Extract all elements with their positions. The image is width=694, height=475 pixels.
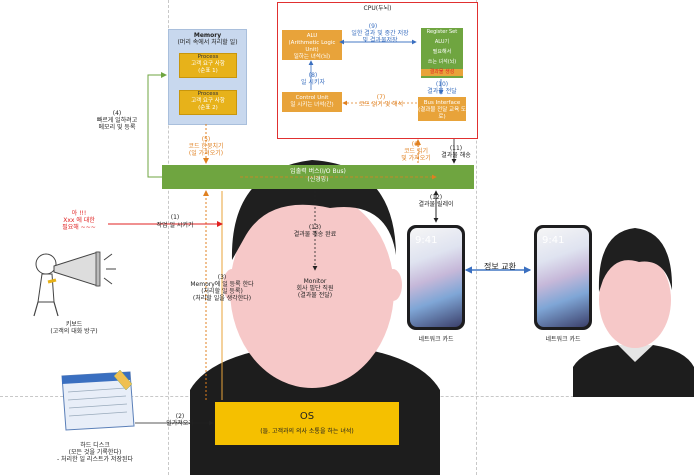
network-card-label-left: 네트워크 카드 [418,336,454,343]
register-item: 필요해서 [432,49,452,55]
process-seq: (순표 2) [198,105,218,111]
memory-panel: Memory (머리 속에서 처리할 일) Process 고객 요구 사항 (… [168,29,247,125]
step-3-label: Memory에 일 등록 한다 [190,281,254,288]
control-unit-desc: 일 시키는 녀석(간) [290,102,334,108]
step-2-label: 일가져오기 [166,420,194,427]
customer-name: 키보드 [65,321,83,328]
register-item: 쓰는 녀석(뇌) [427,59,457,65]
register-item: ALU기 [434,39,450,45]
step-11-label: 결과물 해송 [441,152,471,159]
guide-line [476,0,477,475]
step-1-num: (1) [170,214,180,221]
step-6-num: (6) [411,141,421,148]
control-unit-name: Control Unit [295,95,329,101]
disk-name: 하드 디스크 [80,442,110,449]
process-desc: 고객 요구 사항 [191,98,225,104]
alu-box[interactable]: ALU (Arithmetic Logic Unit) 일하는 녀석(뇌) [282,30,342,60]
step-5-label: 코드 한뭉치기 [188,143,224,150]
memory-title: Memory [193,32,222,39]
phone-clock: 9:41 [542,235,565,246]
step-6-label: 코드 읽기 [404,148,428,155]
cpu-panel: CPU(두뇌) ALU (Arithmetic Logic Unit) 일하는 … [277,2,478,139]
io-bus-title: 입출력 버스(I/O Bus) [290,168,346,175]
alu-full: (Arithmetic Logic Unit) [288,40,336,53]
bus-interface-desc: (결과물 전달 교육 도로) [418,107,466,120]
step-5-num: (5) [201,136,211,143]
process-box-2[interactable]: Process 고객 요구 사항 (순표 2) [179,90,237,115]
step-4-label: 빠르게 일하려고 [96,117,138,124]
register-highlight: 결과물 생성 [421,69,463,76]
step-12-label: 결과물 릴레이 [418,201,454,208]
network-card-label-right: 네트워크 카드 [545,336,581,343]
step-13-num: (13) [308,224,322,231]
disk-desc-1: (모든 것을 기록한다) [68,449,122,456]
process-desc: 고객 요구 사항 [191,61,225,67]
register-set-title: Register Set [426,29,458,35]
process-name: Process [197,91,219,97]
step-10-num: (10) [435,81,449,88]
phone-clock: 9:41 [415,235,438,246]
step-9-label: 일한 결과 및 중간 저장 [351,30,409,37]
step-9-num: (9) [368,23,378,30]
phone-screen [410,228,462,327]
info-exchange-label: 정보 교환 [484,262,516,271]
control-unit-box[interactable]: Control Unit 일 시키는 녀석(간) [282,92,342,112]
phone-screen [537,228,589,327]
step-7-num: (7) [376,94,386,101]
network-card-phone-right[interactable]: 9:41 [534,225,592,330]
customer-shout-3: 필요해 ~~~ [62,224,96,231]
alu-name: ALU [306,33,318,39]
monitor-desc-2: (결과물 전달) [297,292,333,299]
step-3-num: (3) [217,274,227,281]
guide-line [168,0,169,475]
cpu-title: CPU(두뇌) [363,5,392,12]
step-6-label-b: 및 가져오기 [401,155,431,162]
process-seq: (순표 1) [198,68,218,74]
step-2-num: (2) [175,413,185,420]
customer-desc: (고객의 대화 방구) [50,328,98,335]
customer-shout-1: 아 !!! [71,210,87,217]
network-card-phone-left[interactable]: 9:41 [407,225,465,330]
monitor-label: Monitor [303,278,327,285]
os-title: OS [299,411,315,422]
process-box-1[interactable]: Process 고객 요구 사항 (순표 1) [179,53,237,78]
register-set: Register Set ALU기 필요해서 쓰는 녀석(뇌) 결과물 생성 [421,28,463,78]
disk-desc-2: - 처리한 일 리스트가 저장된다 [56,456,134,463]
os-box[interactable] [215,402,399,445]
step-7-label: 코드 읽기 및 해석 [358,101,404,108]
step-12-num: (12) [429,194,443,201]
customer-shout-2: Xxx 에 대한 [63,217,95,224]
bus-interface-box[interactable]: Bus Interface (결과물 전달 교육 도로) [418,97,466,121]
step-3-label-c: (처리할 일을 생각한다) [192,295,252,302]
step-11-num: (11) [449,145,463,152]
step-1-label: 작업 일 시키기 [156,222,194,229]
step-4-num: (4) [112,110,122,117]
memory-subtitle: (머리 속에서 처리할 일) [177,39,238,46]
step-8-num: (8) [308,72,318,79]
io-bus-subtitle: (신경망) [307,176,329,183]
megaphone-person-icon [33,251,116,317]
os-desc: (들. 고객과의 의사 소통을 하는 녀석) [260,428,354,435]
hard-disk-notepad-icon [61,369,135,431]
other-person-illustration [573,228,694,397]
step-8-label: 일 시키자 [301,79,325,86]
step-4-label-b: 메모리 및 등록 [98,124,136,131]
process-name: Process [197,54,219,60]
step-13-label: 결과물 해송 완료 [293,231,337,238]
step-3-label-b: (처리할 일 등록) [201,288,243,295]
bus-interface-name: Bus Interface [423,100,461,106]
step-9-label-b: 및 결과물저장 [362,37,398,44]
monitor-desc: 회사 필단 직원 [296,285,334,292]
alu-desc: 일하는 녀석(뇌) [293,54,331,60]
step-5-label-b: (일 가져오기) [188,150,224,157]
